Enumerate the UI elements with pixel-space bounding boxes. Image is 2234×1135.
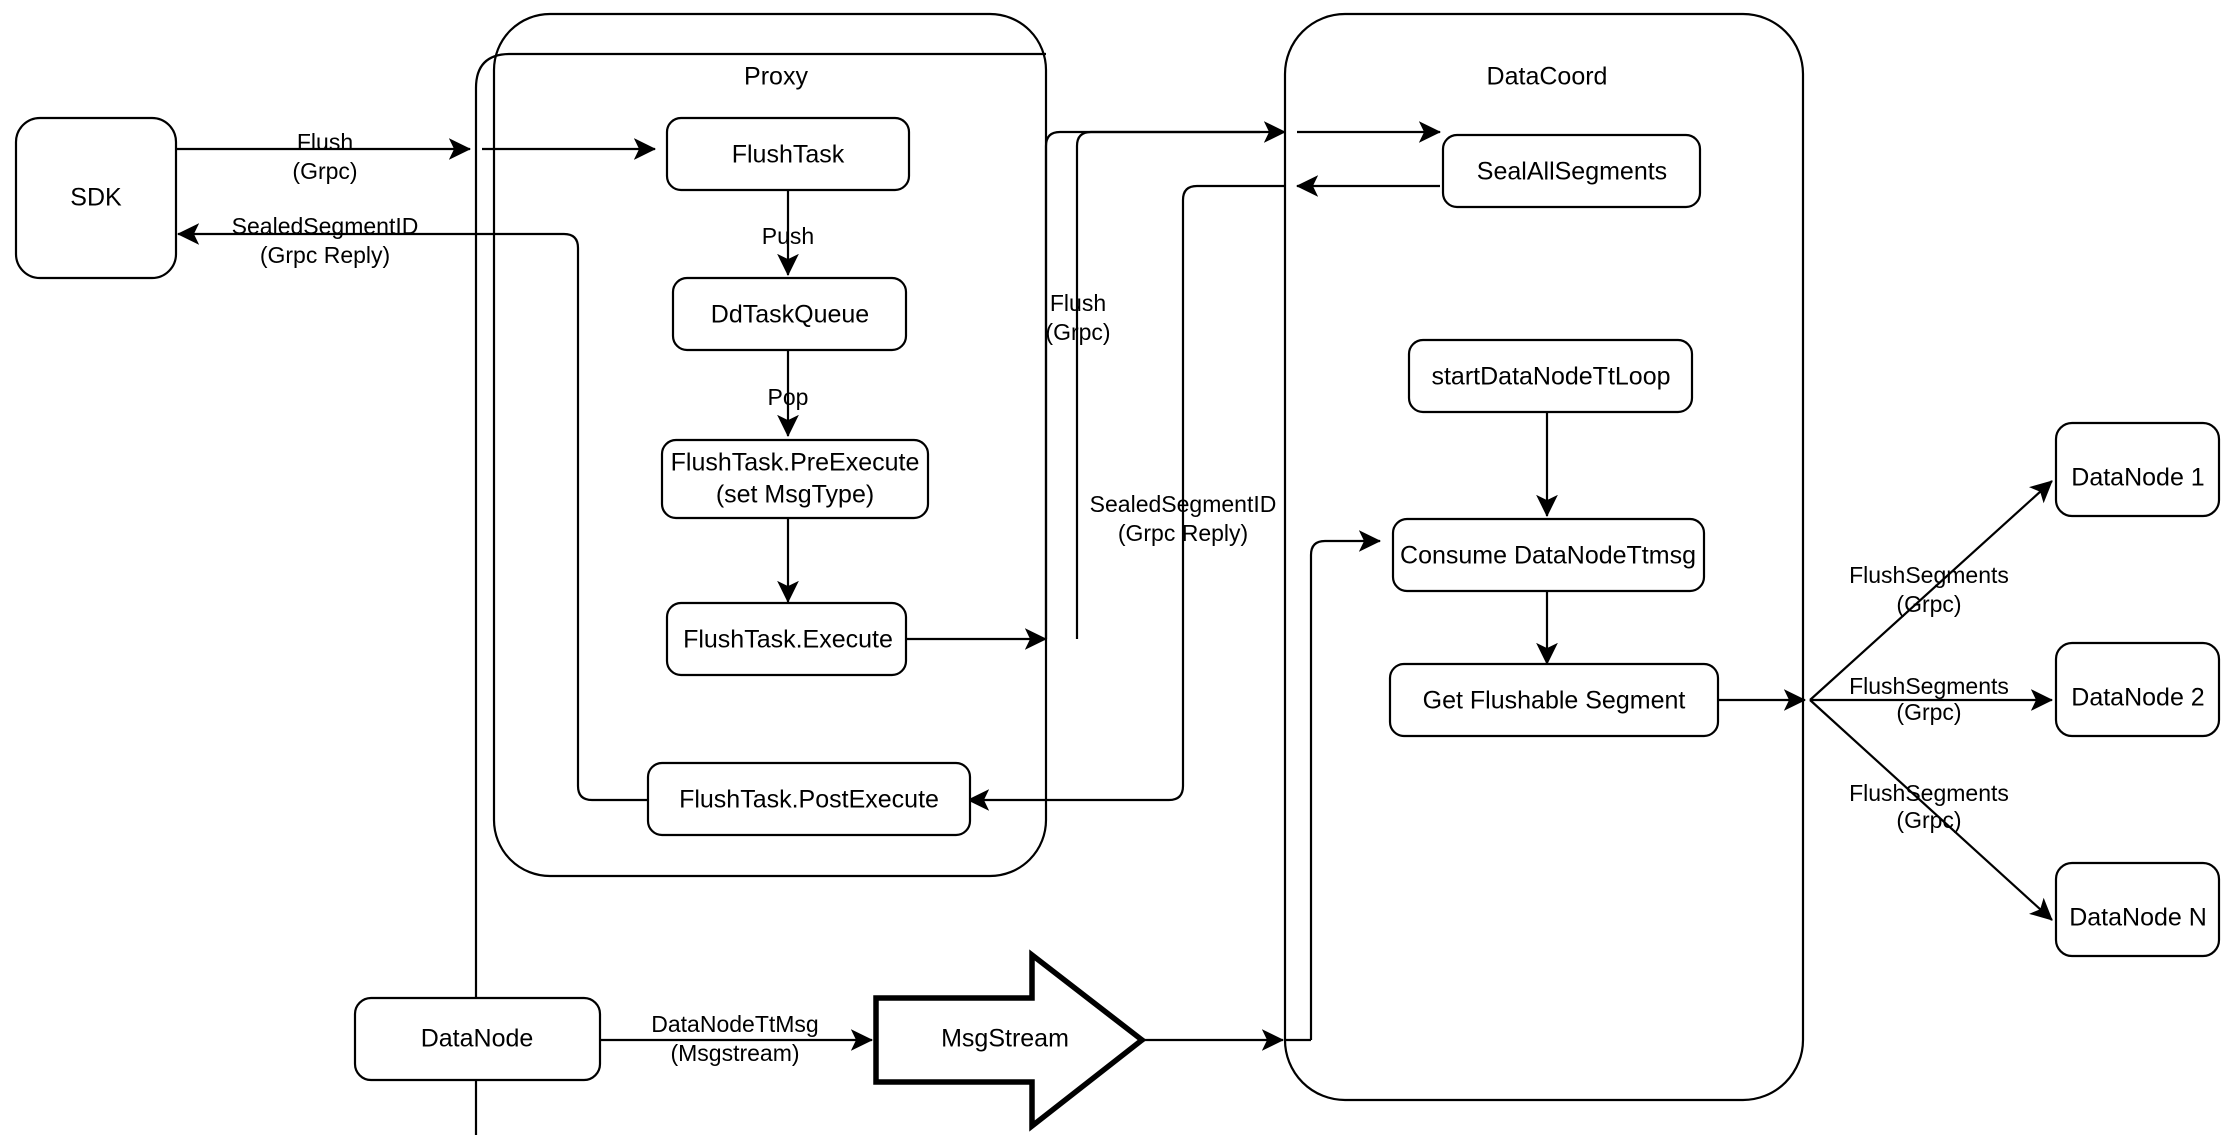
postexecute-box[interactable] (646, 761, 972, 837)
node-consume-datanodettmsg[interactable]: Consume DataNodeTtmsg (1391, 517, 1706, 593)
edge-label-pop: Pop (768, 384, 809, 410)
datanode-source-box[interactable] (353, 996, 602, 1082)
node-datanode-n[interactable]: DataNode N (2054, 861, 2221, 958)
edge-label-flushsegments-1-line2: (Grpc) (1896, 591, 1961, 617)
edge-label-flushsegments-n-line1: FlushSegments (1849, 780, 2009, 806)
edge-fanout-to-datanode1 (1809, 480, 2053, 701)
node-get-flushable-segment[interactable]: Get Flushable Segment (1388, 662, 1720, 738)
postexecute-label: FlushTask.PostExecute (679, 786, 939, 814)
edge-label-datanode-ttmsg-line1: DataNodeTtMsg (651, 1011, 818, 1037)
datacoord-container-outline (1283, 12, 1805, 1102)
get-flushable-segment-label: Get Flushable Segment (1423, 687, 1686, 715)
proxy-container-label: Proxy (744, 63, 808, 91)
preexecute-box[interactable] (660, 438, 930, 520)
datanode-n-box[interactable] (2054, 861, 2221, 958)
node-datanode-source[interactable]: DataNode (353, 996, 602, 1082)
node-flushtask-execute[interactable]: FlushTask.Execute (665, 601, 908, 677)
edge-postexecute-to-reply-rail (482, 232, 648, 802)
msgstream-arrow-shape[interactable] (873, 949, 1147, 1132)
startdatanodettloop-box[interactable] (1407, 338, 1694, 414)
node-msgstream[interactable]: MsgStream (873, 949, 1147, 1132)
datanode-1-box[interactable] (2054, 421, 2221, 518)
edge-label-sdk-flush-line2: (Grpc) (292, 158, 357, 184)
datanode-2-label: DataNode 2 (2071, 684, 2204, 712)
edge-label-datanode-ttmsg-line2: (Msgstream) (670, 1040, 799, 1066)
edge-proxy-left-rail (474, 52, 1046, 1135)
node-sealallsegments[interactable]: SealAllSegments (1441, 133, 1702, 209)
edge-flush-to-datacoord (1075, 121, 1287, 639)
ddtaskqueue-box[interactable] (671, 276, 908, 352)
flushtask-box[interactable] (665, 116, 911, 192)
edge-label-flushsegments-n-line2: (Grpc) (1896, 807, 1961, 833)
consume-datanodettmsg-box[interactable] (1391, 517, 1706, 593)
datanode-2-box[interactable] (2054, 641, 2221, 738)
node-flushtask-postexecute[interactable]: FlushTask.PostExecute (646, 761, 972, 837)
execute-box[interactable] (665, 601, 908, 677)
edge-label-coord-reply-line1: SealedSegmentID (1090, 491, 1277, 517)
edge-label-flushsegments-1-line1: FlushSegments (1849, 562, 2009, 588)
node-sdk[interactable]: SDK (14, 116, 178, 280)
preexecute-label-line2: (set MsgType) (716, 481, 874, 509)
datacoord-container-label: DataCoord (1487, 63, 1608, 91)
container-datacoord: DataCoord (1283, 12, 1805, 1102)
edge-label-push: Push (762, 223, 814, 249)
datanode-1-label: DataNode 1 (2071, 464, 2204, 492)
startdatanodettloop-label: startDataNodeTtLoop (1431, 363, 1670, 391)
msgstream-label: MsgStream (941, 1025, 1069, 1053)
datanode-n-label: DataNode N (2069, 904, 2207, 932)
node-datanode-1[interactable]: DataNode 1 (2054, 421, 2221, 518)
sdk-label: SDK (70, 184, 122, 212)
node-flushtask[interactable]: FlushTask (665, 116, 911, 192)
node-flushtask-preexecute[interactable]: FlushTask.PreExecute (set MsgType) (660, 438, 930, 520)
edge-label-flushsegments-2-line1: FlushSegments (1849, 673, 2009, 699)
consume-datanodettmsg-label: Consume DataNodeTtmsg (1400, 542, 1696, 570)
node-startdatanodettloop[interactable]: startDataNodeTtLoop (1407, 338, 1694, 414)
edge-label-flush-grpc-line2: (Grpc) (1045, 319, 1110, 345)
edge-fanout-to-datanoden (1809, 699, 2053, 921)
flushtask-label: FlushTask (732, 141, 845, 169)
edge-label-flushsegments-2-line2: (Grpc) (1896, 699, 1961, 725)
edge-label-coord-reply-line2: (Grpc Reply) (1118, 520, 1248, 546)
ddtaskqueue-label: DdTaskQueue (711, 301, 869, 329)
get-flushable-segment-box[interactable] (1388, 662, 1720, 738)
edge-flush-grpc-rail-up (1044, 130, 1260, 639)
node-datanode-2[interactable]: DataNode 2 (2054, 641, 2221, 738)
edge-label-sdk-reply-line1: SealedSegmentID (232, 213, 419, 239)
execute-label: FlushTask.Execute (683, 626, 893, 654)
node-ddtaskqueue[interactable]: DdTaskQueue (671, 276, 908, 352)
edge-label-sdk-reply-line2: (Grpc Reply) (260, 242, 390, 268)
edge-label-sdk-flush-line1: Flush (297, 129, 353, 155)
datanode-source-label: DataNode (421, 1025, 534, 1053)
edge-msgstream-into-consume (1309, 530, 1382, 1040)
sealallsegments-label: SealAllSegments (1477, 158, 1667, 186)
sealallsegments-box[interactable] (1441, 133, 1702, 209)
edge-sealedsegmentid-reply-rail (1056, 184, 1285, 802)
sdk-box[interactable] (14, 116, 178, 280)
preexecute-label-line1: FlushTask.PreExecute (671, 449, 920, 477)
edge-label-flush-grpc-line1: Flush (1050, 290, 1106, 316)
